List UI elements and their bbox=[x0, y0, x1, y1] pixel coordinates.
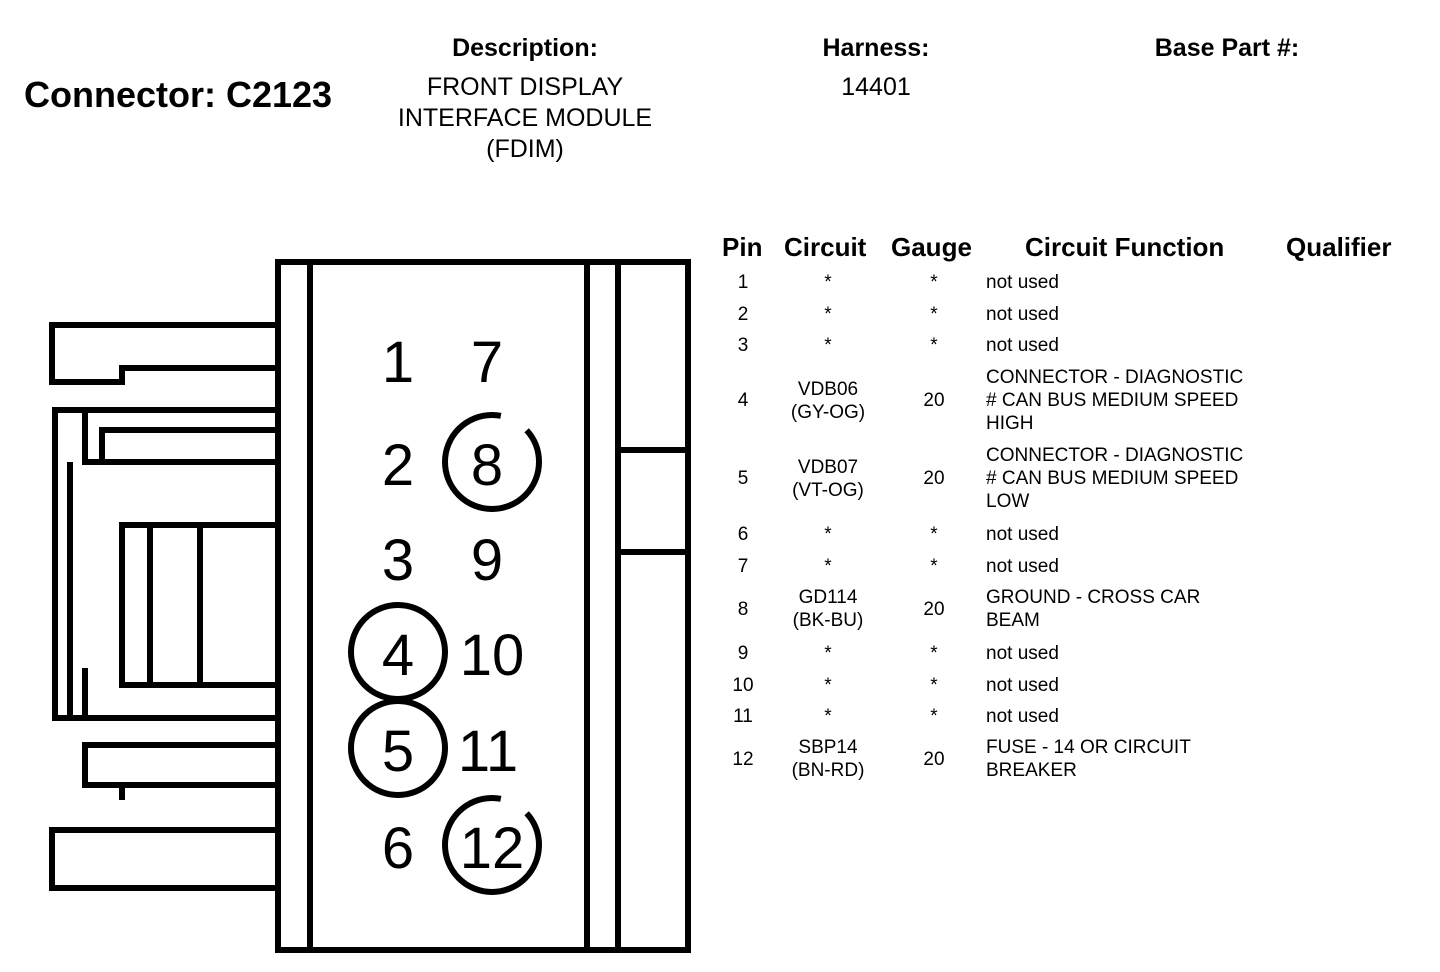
gauge-cell: * bbox=[930, 303, 938, 325]
pin-label: 5 bbox=[382, 719, 414, 784]
pin-label: 1 bbox=[382, 330, 414, 395]
pin-label: 12 bbox=[460, 816, 525, 881]
gauge-cell: 20 bbox=[923, 390, 945, 411]
circuit-cell: * bbox=[824, 705, 832, 727]
column-header-pin: Pin bbox=[722, 232, 763, 262]
function-cell: not used bbox=[986, 674, 1059, 696]
column-header-qualifier: Qualifier bbox=[1286, 232, 1392, 262]
connector-housing bbox=[49, 259, 691, 953]
circuit-cell: * bbox=[824, 334, 832, 356]
pin-cell: 11 bbox=[733, 705, 753, 727]
pin-cell: 4 bbox=[737, 390, 749, 411]
function-cell: not used bbox=[986, 334, 1059, 356]
gauge-cell: * bbox=[930, 334, 938, 356]
function-cell: not used bbox=[986, 523, 1059, 545]
gauge-cell: 20 bbox=[923, 468, 945, 489]
circuit-cell: * bbox=[824, 674, 832, 696]
pin-label: 7 bbox=[471, 330, 503, 395]
description-label: Description: bbox=[452, 34, 598, 62]
description-value: FRONT DISPLAY INTERFACE MODULE (FDIM) bbox=[397, 73, 653, 163]
pin-number-labels: 1 2 3 4 5 6 7 8 9 10 11 12 bbox=[382, 330, 524, 881]
circuit-cell: * bbox=[824, 642, 832, 664]
pin-cell: 3 bbox=[737, 334, 749, 356]
pin-label: 8 bbox=[471, 433, 503, 498]
pin-cell: 10 bbox=[732, 674, 754, 696]
function-cell: not used bbox=[986, 555, 1059, 577]
pin-5-highlight-circle bbox=[348, 698, 448, 798]
function-cell: CONNECTOR - DIAGNOSTIC # CAN BUS MEDIUM … bbox=[986, 445, 1244, 512]
circuit-cell: * bbox=[824, 555, 832, 577]
harness-label: Harness: bbox=[822, 34, 930, 62]
circuit-cell: GD114 (BK-BU) bbox=[792, 587, 864, 631]
connector-face-diagram: 1 2 3 4 5 6 7 8 9 10 11 12 bbox=[49, 259, 691, 953]
pin-cell: 12 bbox=[732, 748, 754, 770]
pin-cell: 8 bbox=[737, 598, 749, 620]
gauge-cell: * bbox=[930, 705, 938, 727]
connector-title: Connector: C2123 bbox=[24, 74, 333, 115]
function-cell: CONNECTOR - DIAGNOSTIC # CAN BUS MEDIUM … bbox=[986, 367, 1244, 434]
pin-label: 9 bbox=[471, 528, 503, 593]
function-cell: FUSE - 14 OR CIRCUIT BREAKER bbox=[986, 737, 1191, 781]
pin-highlight-circles bbox=[348, 412, 542, 895]
pin-cell: 7 bbox=[737, 555, 749, 577]
gauge-cell: * bbox=[930, 642, 938, 664]
circuit-cell: VDB06 (GY-OG) bbox=[790, 378, 866, 423]
harness-value: 14401 bbox=[841, 73, 911, 101]
function-cell: not used bbox=[986, 303, 1059, 325]
function-cell: not used bbox=[986, 705, 1059, 727]
pin-label: 6 bbox=[382, 816, 414, 881]
circuit-cell: SBP14 (BN-RD) bbox=[791, 737, 865, 781]
pin-label: 10 bbox=[460, 623, 525, 688]
pin-label: 3 bbox=[382, 528, 414, 593]
pin-cell: 5 bbox=[737, 468, 749, 489]
pin-8-highlight-circle bbox=[442, 412, 542, 512]
function-cell: GROUND - CROSS CAR BEAM bbox=[986, 587, 1201, 631]
pin-12-highlight-circle bbox=[442, 795, 542, 895]
gauge-cell: 20 bbox=[923, 598, 945, 620]
gauge-cell: * bbox=[930, 523, 938, 545]
gauge-cell: * bbox=[930, 555, 938, 577]
gauge-cell: 20 bbox=[923, 748, 945, 770]
pin-cell: 9 bbox=[737, 642, 749, 664]
column-header-gauge: Gauge bbox=[891, 232, 972, 262]
pin-label: 11 bbox=[458, 719, 518, 784]
function-cell: not used bbox=[986, 642, 1059, 664]
circuit-cell: * bbox=[824, 523, 832, 545]
base-part-label: Base Part #: bbox=[1154, 34, 1300, 62]
circuit-cell: * bbox=[824, 303, 832, 325]
pin-cell: 6 bbox=[737, 523, 749, 545]
pin-cell: 1 bbox=[737, 271, 749, 293]
pin-label: 2 bbox=[382, 433, 414, 498]
column-header-circuit-function: Circuit Function bbox=[1025, 232, 1225, 262]
column-header-circuit: Circuit bbox=[784, 232, 867, 262]
pin-label: 4 bbox=[382, 623, 414, 688]
circuit-cell: VDB07 (VT-OG) bbox=[792, 456, 864, 501]
gauge-cell: * bbox=[930, 674, 938, 696]
pin-cell: 2 bbox=[737, 303, 749, 325]
function-cell: not used bbox=[986, 271, 1059, 293]
circuit-cell: * bbox=[824, 271, 832, 293]
gauge-cell: * bbox=[930, 271, 938, 293]
